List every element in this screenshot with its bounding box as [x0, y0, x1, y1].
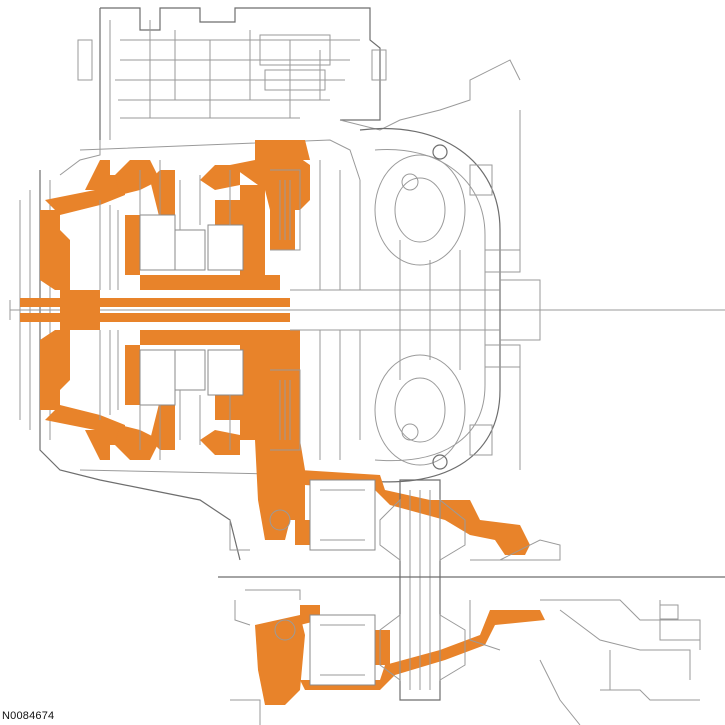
transfer-gear-assembly [229, 479, 466, 701]
valve-body-housing [59, 7, 521, 176]
torque-converter [359, 110, 541, 483]
transmission-case [9, 139, 725, 561]
figure-id-label: N0084674 [2, 710, 55, 722]
planetary-gearsets [99, 160, 500, 460]
lower-case-axle [218, 539, 725, 725]
